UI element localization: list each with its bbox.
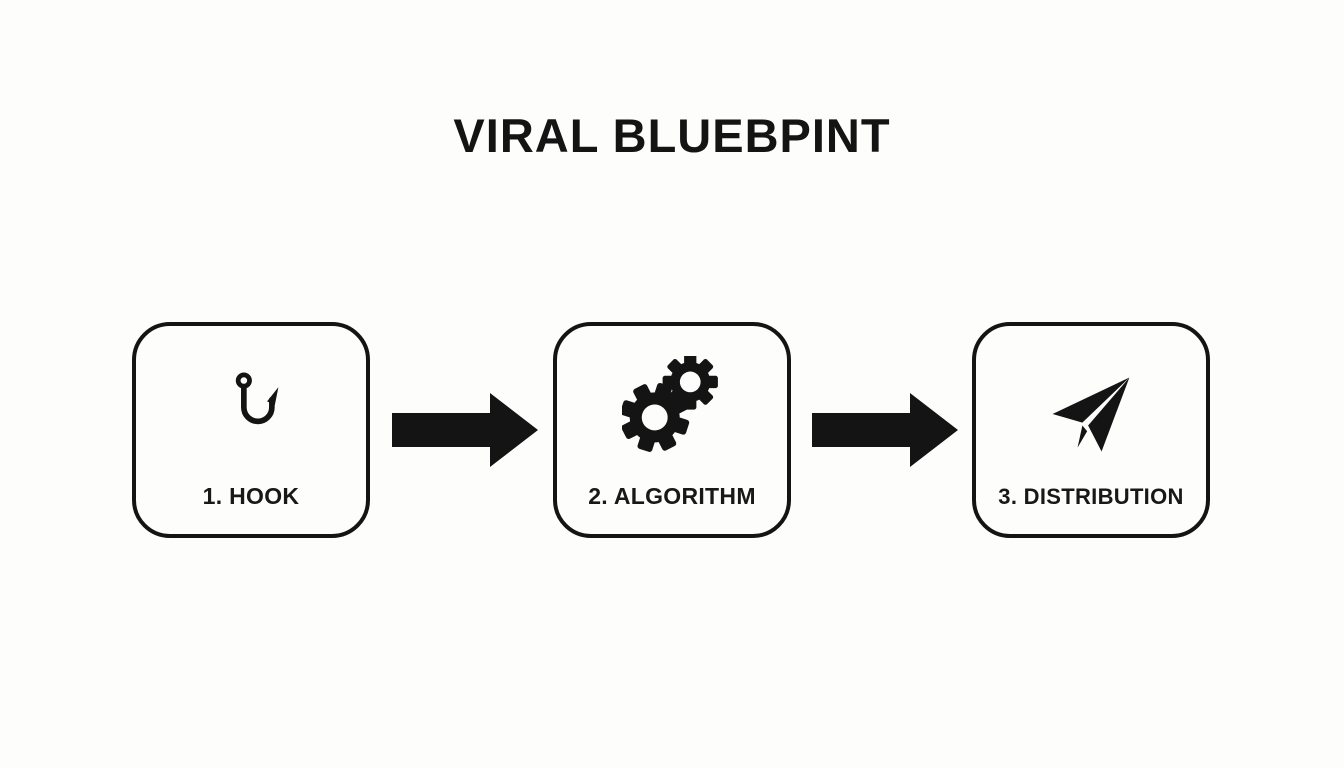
fishing-hook-icon (220, 364, 282, 451)
paper-plane-icon (1043, 366, 1139, 467)
gears-icon (620, 354, 722, 457)
step-box-distribution: 3. DISTRIBUTION (972, 322, 1210, 538)
diagram-title: VIRAL BLUEBPINT (453, 109, 891, 162)
step-label: 1. HOOK (202, 483, 300, 509)
arrow-right-icon (392, 391, 540, 469)
step-label: 2. ALGORITHM (588, 483, 756, 509)
arrow-right-icon (812, 391, 960, 469)
step-box-hook: 1. HOOK (132, 322, 370, 538)
step-box-algorithm: 2. ALGORITHM (553, 322, 791, 538)
step-label: 3. DISTRIBUTION (998, 484, 1184, 509)
